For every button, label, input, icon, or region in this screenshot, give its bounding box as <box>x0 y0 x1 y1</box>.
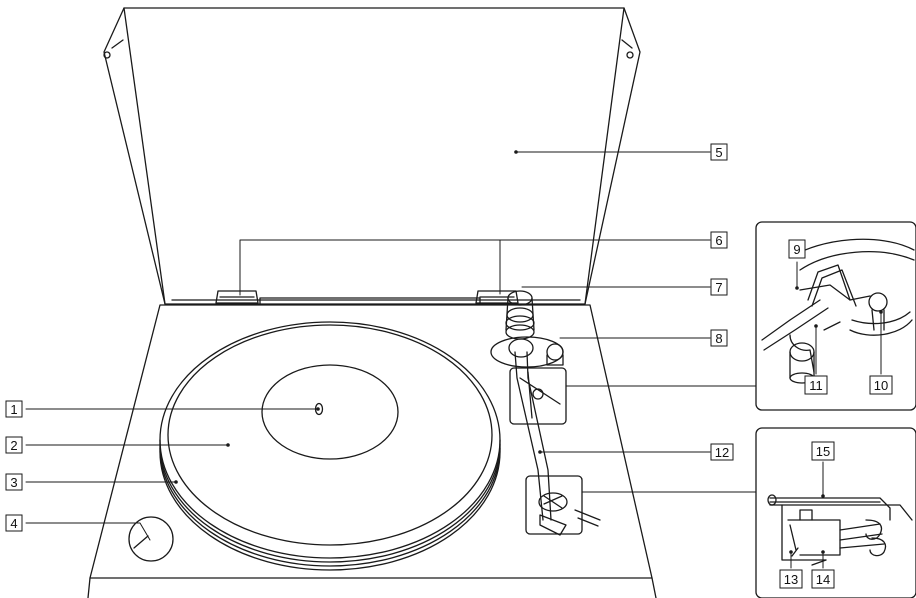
record-label-area <box>261 364 399 460</box>
svg-text:2: 2 <box>10 438 17 453</box>
callout-1: 1 <box>5 400 23 418</box>
svg-text:10: 10 <box>874 378 888 393</box>
leader-dots <box>174 150 883 554</box>
svg-text:14: 14 <box>816 572 830 587</box>
callout-11: 11 <box>804 375 828 395</box>
callout-9: 9 <box>788 239 806 259</box>
svg-text:12: 12 <box>715 445 729 460</box>
svg-text:13: 13 <box>784 572 798 587</box>
svg-text:8: 8 <box>715 331 722 346</box>
dust-cover <box>103 7 641 305</box>
svg-text:5: 5 <box>715 145 722 160</box>
callout-2: 2 <box>5 436 23 454</box>
leader-lines <box>25 151 882 569</box>
svg-text:7: 7 <box>715 280 722 295</box>
hinge-left <box>215 290 259 304</box>
svg-text:6: 6 <box>715 233 722 248</box>
svg-text:11: 11 <box>809 378 823 393</box>
rubber-mat <box>167 324 493 546</box>
svg-text:3: 3 <box>10 475 17 490</box>
callout-13: 13 <box>779 569 803 589</box>
inset-cartridge <box>755 427 916 598</box>
svg-text:9: 9 <box>793 242 800 257</box>
callout-15: 15 <box>811 441 835 461</box>
callout-4: 4 <box>5 514 23 532</box>
callout-12: 12 <box>710 443 734 461</box>
svg-text:1: 1 <box>10 402 17 417</box>
callout-5: 5 <box>710 143 728 161</box>
callout-8: 8 <box>710 329 728 347</box>
callout-3: 3 <box>5 473 23 491</box>
callout-6: 6 <box>710 231 728 249</box>
svg-text:15: 15 <box>816 444 830 459</box>
svg-text:4: 4 <box>10 516 17 531</box>
callout-14: 14 <box>811 569 835 589</box>
callout-10: 10 <box>869 375 893 395</box>
platter <box>159 321 501 571</box>
callout-7: 7 <box>710 278 728 296</box>
tonearm <box>490 290 601 536</box>
plinth <box>87 304 657 598</box>
start-stop-button <box>128 516 174 562</box>
